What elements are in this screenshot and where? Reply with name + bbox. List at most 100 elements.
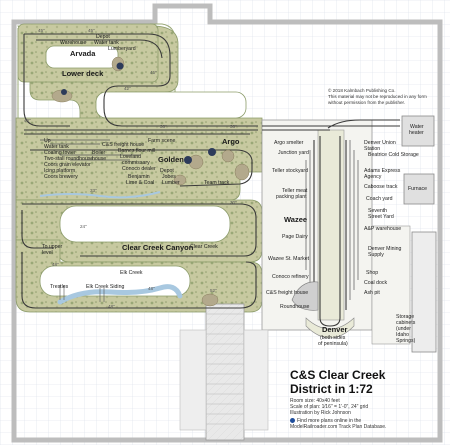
label-roundhouse: Roundhouse (280, 304, 310, 310)
label-adams-express: Adams Express (364, 168, 401, 174)
label-ap-warehouse: A&P warehouse (364, 226, 402, 232)
height-tag: 52" (210, 288, 217, 293)
height-tag: 30" (230, 200, 237, 205)
label-elk-creek-siding: Elk Creek Siding (86, 284, 125, 290)
label-coaling-tower: Coaling tower (44, 150, 76, 156)
label-coors-grain-elevator: Coors grain elevator (44, 162, 91, 168)
label-denver-union: Denver Union (364, 140, 396, 146)
region-denver-sub2: of peninsula) (318, 341, 348, 347)
region-denver-sub: (both sides (320, 335, 346, 341)
yard-tracks (40, 139, 359, 300)
label-loveland2: commissary (122, 160, 150, 166)
aisle-canyon (59, 205, 231, 243)
label-loveland: Loveland (120, 154, 142, 160)
label-denver-mining: Denver Mining (368, 246, 402, 252)
denver-tail (305, 317, 355, 339)
label-boiler-house2: house (92, 156, 107, 162)
label-trestles: Trestles (50, 284, 69, 290)
label-ash-pit: Ash pit (364, 290, 380, 296)
label-coors-brewery: Coors brewery (44, 174, 78, 180)
track-lines (21, 33, 400, 327)
roundhouse-shape (291, 281, 319, 311)
label-argo-smelter: Argo smelter (274, 140, 304, 146)
label-teller-stockyard: Teller stockyard (272, 168, 309, 174)
region-golden: Golden (158, 155, 184, 164)
label-barnes-flour-mill: Barnes flour mill (118, 148, 156, 154)
label-depot-golden: Depot (160, 168, 174, 174)
label-clear-creek: Clear Creek (190, 244, 218, 250)
height-tag: 33" (90, 188, 97, 193)
height-tag: 45" (150, 70, 157, 75)
label-shop: Shop (366, 270, 379, 276)
label-to-upper-level2: level (42, 250, 53, 256)
label-water-tank-arvada: Water tank (94, 40, 119, 46)
label-two-stall-roundhouse: Two-stall roundhouse (44, 156, 94, 162)
water-heater-box (401, 115, 435, 147)
stair-steps (206, 313, 244, 425)
label-to-upper-level: To upper (42, 244, 63, 250)
trestle-bridges (59, 285, 105, 302)
label-denver-mining2: Supply (368, 252, 384, 258)
floor-area-right (243, 329, 269, 431)
label-water-heater2: heater (409, 130, 424, 136)
rock-outcrops (51, 56, 250, 307)
floor-area (179, 329, 207, 431)
height-tag: 42" (124, 86, 131, 91)
height-tag: 48" (148, 286, 155, 291)
staircase (205, 303, 245, 441)
label-coach-yard: Coach yard (366, 196, 393, 202)
height-tag: 48" (52, 262, 59, 267)
label-adams-express2: Agency (364, 174, 382, 180)
label-storage-cabinets4: Idaho (396, 332, 409, 338)
label-coal-dock: Coal dock (364, 280, 388, 286)
more-plans-line-2[interactable]: ModelRailroader.com Track Plan Database. (290, 424, 387, 430)
region-wazee: Wazee (284, 215, 308, 224)
label-teller-meat2: packing plant (276, 194, 307, 200)
plan-title-line-2: District in 1:72 (290, 382, 373, 396)
label-team-track: Team track (204, 180, 230, 186)
label-cs-freight-house-wazee: C&S freight house (266, 290, 309, 296)
label-wazee-st-market: Wazee St. Market (268, 256, 310, 262)
label-furnace: Furnace (408, 186, 428, 192)
label-conoco-dealer: Conoco dealer (122, 166, 156, 172)
creek-upper (39, 191, 161, 199)
more-plans-line-1[interactable]: Find more plans online in the (290, 418, 361, 424)
label-denver-union2: Station (364, 146, 381, 152)
aisle-golden (95, 91, 247, 119)
label-page-dairy: Page Dairy (282, 234, 308, 240)
right-bench (371, 225, 411, 345)
label-up: Up (44, 138, 51, 144)
label-cs-freight-house: C&S freight house (102, 142, 145, 148)
copyright-line-1: © 2018 Kalmbach Publishing Co. (328, 88, 396, 93)
crew-figures (61, 62, 216, 164)
label-water-tank: Water tank (44, 144, 69, 150)
copyright-line-3: without permission from the publisher. (328, 100, 406, 105)
copyright-line-2: This material may not be reproduced in a… (328, 94, 427, 99)
label-benjamin2: Lime & Coal (126, 180, 155, 186)
height-tag: 48" (108, 304, 115, 309)
room-size: Room size: 40x40 feet (290, 398, 340, 404)
room-wall (11, 3, 443, 443)
label-storage-cabinets: Storage (396, 314, 415, 320)
storage-cabinets-box (411, 231, 437, 353)
label-farm-scene: Farm scene (148, 138, 176, 144)
label-junction-yard: Junction yard (278, 150, 309, 156)
label-water-heater: Water (410, 124, 424, 130)
label-teller-meat: Teller meat (282, 188, 308, 194)
more-plans-text-1: Find more plans online in the (297, 418, 362, 424)
plan-scale: Scale of plan: 1⁄16" = 1'-0", 24" grid (290, 404, 369, 410)
label-storage-cabinets5: Springs) (396, 338, 416, 344)
label-depot-arvada: Depot (96, 34, 110, 40)
label-caboose-track: Caboose track (364, 184, 398, 190)
height-tag: 36" (160, 124, 167, 129)
height-tag: 24" (80, 224, 87, 229)
height-tag: 45" (38, 28, 45, 33)
region-argo: Argo (222, 137, 240, 146)
region-arvada: Arvada (70, 49, 96, 58)
label-conoco-refinery: Conoco refinery (272, 274, 309, 280)
label-icing-platform: Icing platform (44, 168, 76, 174)
label-lumberyard-arvada: Lumberyard (108, 46, 136, 52)
label-jobes: Jobes (162, 174, 176, 180)
